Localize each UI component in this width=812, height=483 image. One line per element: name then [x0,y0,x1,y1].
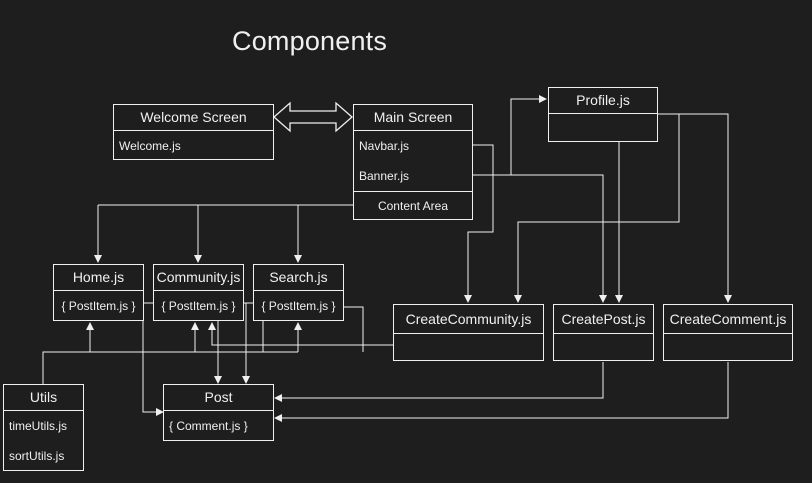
connector-utils-top [42,351,298,384]
arrow-main-to-profile [472,95,547,176]
search-box[interactable]: Search.js { PostItem.js } [253,264,344,321]
create-post-title: CreatePost.js [554,305,653,334]
arrow-banner-to-createpost [472,174,607,303]
content-area-item: Content Area [354,191,472,221]
arrow-createpost-to-post [274,362,604,402]
community-title: Community.js [154,265,243,291]
utils-title: Utils [4,385,83,411]
community-postitem: { PostItem.js } [161,299,236,313]
main-screen-box[interactable]: Main Screen Navbar.js Banner.js Content … [353,104,473,220]
welcome-screen-box[interactable]: Welcome Screen Welcome.js [113,104,274,160]
create-comment-title: CreateComment.js [664,305,792,334]
banner-js-item: Banner.js [359,169,410,183]
arrow-profile-to-createcommunity [514,113,680,303]
connector-search-right [343,306,364,352]
welcome-screen-title: Welcome Screen [114,105,273,131]
create-post-box[interactable]: CreatePost.js [553,304,654,361]
post-title: Post [164,385,273,411]
main-screen-title: Main Screen [354,105,472,131]
welcome-js-item: Welcome.js [119,139,181,153]
arrow-createcomment-to-post [274,362,729,422]
search-postitem: { PostItem.js } [261,299,336,313]
sortutils-item: sortUtils.js [9,449,65,463]
community-box[interactable]: Community.js { PostItem.js } [153,264,244,321]
arrow-navbar-to-createcommunity [464,144,494,303]
create-community-title: CreateCommunity.js [394,305,543,334]
home-postitem: { PostItem.js } [61,299,136,313]
home-title: Home.js [54,265,143,291]
arrow-createcommunity-to-community [208,322,393,346]
home-box[interactable]: Home.js { PostItem.js } [53,264,144,321]
create-comment-box[interactable]: CreateComment.js [663,304,793,361]
arrow-profile-to-createcomment [658,113,732,303]
search-title: Search.js [254,265,343,291]
double-arrow [273,101,353,133]
utils-box[interactable]: Utils timeUtils.js sortUtils.js [3,384,84,471]
post-box[interactable]: Post { Comment.js } [163,384,274,441]
profile-title: Profile.js [549,88,657,114]
arrow-home-to-post [142,303,164,416]
page-title: Components [232,26,388,56]
arrow-profile-to-createpost [615,113,658,303]
comment-js-item: { Comment.js } [169,419,248,433]
timeutils-item: timeUtils.js [9,419,68,433]
profile-box[interactable]: Profile.js [548,87,658,142]
create-community-box[interactable]: CreateCommunity.js [393,304,544,361]
navbar-js-item: Navbar.js [359,139,410,153]
